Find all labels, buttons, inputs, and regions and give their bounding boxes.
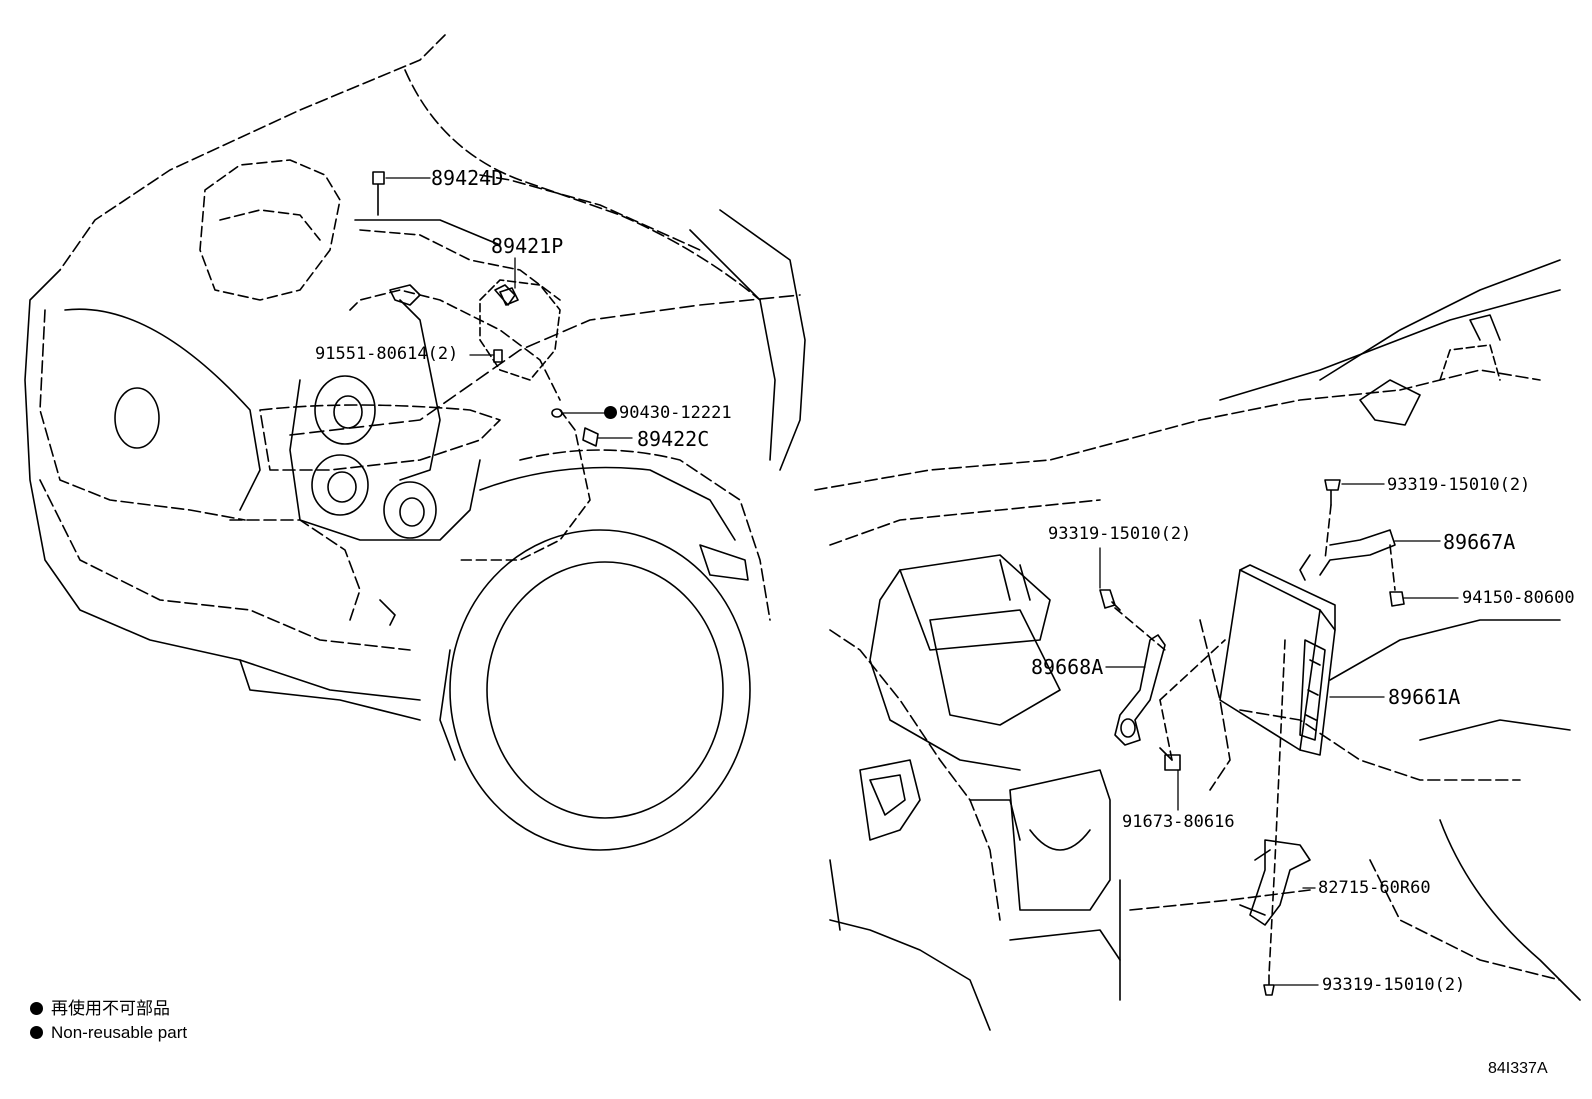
non-reusable-dot-icon [30,1026,43,1039]
callout-90430-text: 90430-12221 [619,403,732,423]
callout-89424D: 89424D [431,166,504,190]
callout-82715-60R60: 82715-60R60 [1318,878,1431,898]
callout-91673-80616: 91673-80616 [1122,812,1235,832]
callout-89667A: 89667A [1443,530,1516,554]
side-bracket [1114,634,1166,746]
callout-89668A: 89668A [1031,655,1104,679]
dashboard-illustration [814,259,1581,1031]
callout-90430-12221: 90430-12221 [604,403,732,423]
callout-93319-15010-bottom: 93319-15010(2) [1322,975,1466,995]
non-reusable-dot-icon [30,1002,43,1015]
legend-en: Non-reusable part [30,1022,187,1044]
parts-left [372,171,599,447]
callout-93319-15010-top: 93319-15010(2) [1387,475,1531,495]
legend-jp: 再使用不可部品 [30,998,170,1020]
callout-93319-15010-mid: 93319-15010(2) [1048,524,1192,544]
illustration-code: 84I337A [1488,1060,1548,1077]
callout-89422C: 89422C [637,427,710,451]
leader-lines [385,177,1459,986]
legend-en-text: Non-reusable part [51,1023,188,1042]
assembly-lines-right [1114,504,1396,976]
non-reusable-dot-icon [604,406,617,419]
callout-89661A: 89661A [1388,685,1461,709]
ecu-module [1219,564,1336,756]
upper-bracket [1299,529,1396,581]
screws [1099,479,1405,996]
legend-jp-text: 再使用不可部品 [51,999,170,1018]
callout-94150-80600: 94150-80600 [1462,588,1575,608]
callout-89421P: 89421P [491,234,564,258]
lower-bracket [1239,839,1311,926]
callout-91551-80614: 91551-80614(2) [315,344,459,364]
vehicle-front-illustration [24,34,806,851]
